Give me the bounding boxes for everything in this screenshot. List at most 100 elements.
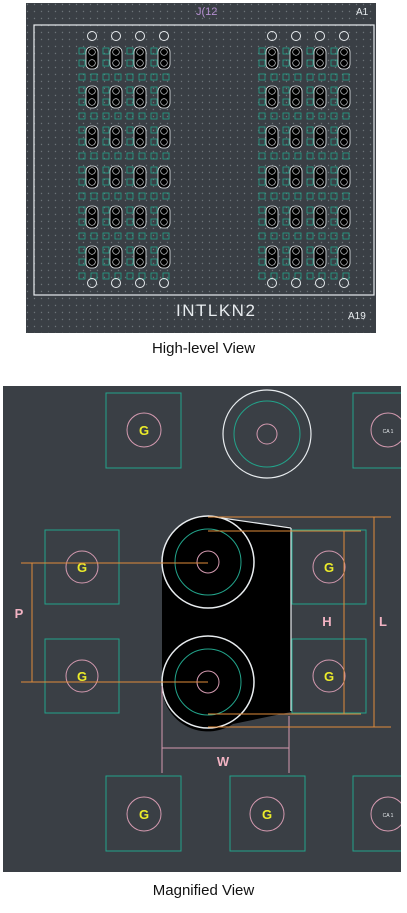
diff-pair-pad <box>157 46 171 70</box>
via-ring <box>88 247 96 255</box>
ground-pad <box>294 192 302 200</box>
ground-pad <box>306 59 314 67</box>
diff-pair-pad <box>109 125 123 149</box>
pitch-dimension: P <box>15 562 208 683</box>
via-ring <box>316 127 324 135</box>
ground-pad <box>90 152 98 160</box>
ground-pad <box>78 218 86 226</box>
corner-label-a19: A19 <box>348 311 366 322</box>
via-ring <box>136 87 144 95</box>
ground-pad <box>306 218 314 226</box>
ground-pad <box>306 126 314 134</box>
via-ring <box>111 278 121 288</box>
via-ring <box>316 218 324 226</box>
ground-pad <box>330 232 338 240</box>
diff-pair-pad <box>313 85 327 109</box>
ground-pad <box>258 86 266 94</box>
ground-pad <box>330 258 338 266</box>
ground-pad <box>150 73 158 81</box>
via-ring <box>316 247 324 255</box>
ground-pad <box>318 192 326 200</box>
ground-pad: G <box>44 529 120 605</box>
via-ring <box>292 207 300 215</box>
ground-pad <box>282 206 290 214</box>
ground-pad <box>162 192 170 200</box>
ground-pad <box>126 246 134 254</box>
via-ring <box>340 218 348 226</box>
ground-pad <box>78 192 86 200</box>
ground-pad <box>90 232 98 240</box>
ground-pad <box>102 59 110 67</box>
ground-pad <box>282 112 290 120</box>
via-ring <box>316 207 324 215</box>
diff-pair-pad <box>337 165 351 189</box>
ground-pad: G <box>105 392 182 469</box>
ground-pad <box>150 192 158 200</box>
via-ring <box>112 127 120 135</box>
ground-pad <box>258 232 266 240</box>
reference-designator: J(12 <box>196 6 217 18</box>
ground-pad <box>282 218 290 226</box>
via-ring <box>292 87 300 95</box>
ground-pad <box>102 112 110 120</box>
via-ring <box>267 278 277 288</box>
via-ring <box>136 247 144 255</box>
diff-pair-pad <box>289 205 303 229</box>
pad-label: G <box>324 560 334 575</box>
ground-pad <box>258 59 266 67</box>
footprint-name-label: INTLKN2 <box>176 301 256 320</box>
ground-pad <box>138 232 146 240</box>
via-ring <box>340 138 348 146</box>
ground-pad <box>342 112 350 120</box>
pad-label: G <box>262 807 272 822</box>
diff-pair-pad <box>337 46 351 70</box>
via-ring <box>88 127 96 135</box>
width-label: W <box>217 754 230 769</box>
via-ring <box>292 98 300 106</box>
via-ring <box>136 48 144 56</box>
diff-pair-pad <box>85 205 99 229</box>
signal-pad: CA 1 <box>352 392 401 469</box>
ground-pad <box>102 73 110 81</box>
via-ring <box>267 31 277 41</box>
ground-pad <box>150 206 158 214</box>
ground-pad <box>306 246 314 254</box>
diff-pair-pad <box>109 165 123 189</box>
ground-pad <box>318 112 326 120</box>
via-ring <box>88 178 96 186</box>
pad-label: G <box>139 807 149 822</box>
via-ring <box>268 218 276 226</box>
ground-pad <box>294 112 302 120</box>
via-ring <box>339 31 349 41</box>
ground-pad <box>114 232 122 240</box>
ground-pad <box>102 232 110 240</box>
ground-pad <box>258 258 266 266</box>
ground-pad <box>162 73 170 81</box>
ground-pad <box>102 138 110 146</box>
via-ring <box>292 48 300 56</box>
diff-pair-pad <box>337 125 351 149</box>
ground-pad <box>330 59 338 67</box>
via-ring <box>316 48 324 56</box>
ground-pad <box>258 166 266 174</box>
ground-pad <box>282 86 290 94</box>
via-ring <box>291 31 301 41</box>
diff-pair-pad <box>85 165 99 189</box>
ground-pad <box>150 166 158 174</box>
via-ring <box>160 247 168 255</box>
ground-pad <box>342 73 350 81</box>
ground-pad <box>114 112 122 120</box>
ground-pad <box>78 152 86 160</box>
ground-pad <box>270 152 278 160</box>
ground-pad <box>282 138 290 146</box>
ground-pad <box>90 112 98 120</box>
via-ring <box>268 258 276 266</box>
diff-pair-pad <box>313 165 327 189</box>
ground-pad <box>78 258 86 266</box>
ground-pad <box>306 166 314 174</box>
via-ring <box>136 59 144 67</box>
ground-pad <box>258 98 266 106</box>
ground-pad <box>294 73 302 81</box>
ground-pad <box>294 232 302 240</box>
ground-pad <box>126 86 134 94</box>
